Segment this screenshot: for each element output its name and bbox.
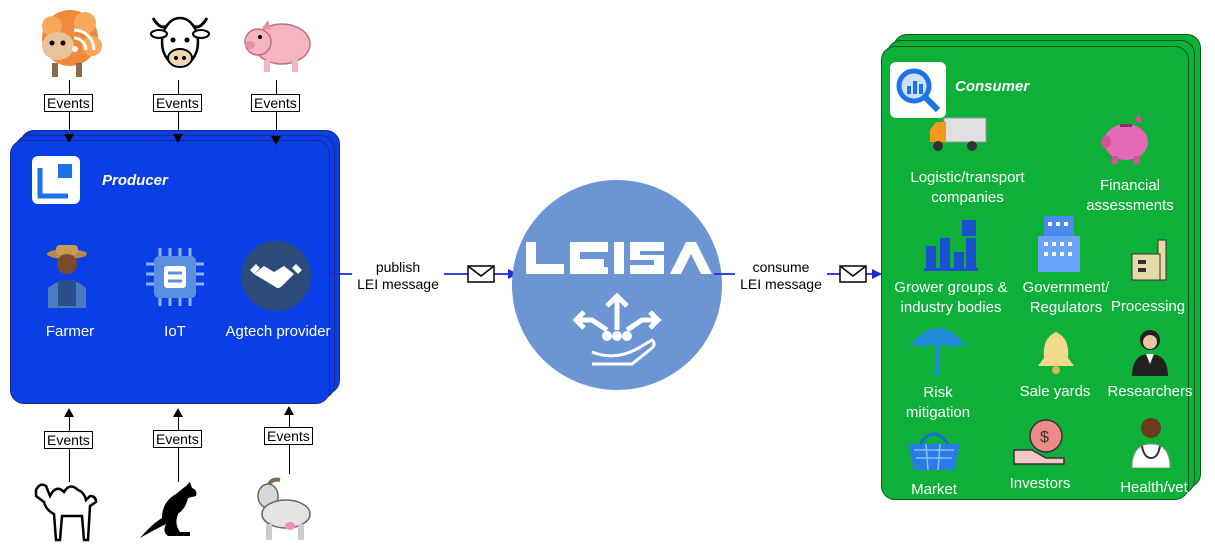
producer-item-agtech: Agtech provider bbox=[225, 323, 331, 340]
kangaroo-icon bbox=[138, 480, 203, 540]
camel-icon bbox=[32, 478, 107, 542]
consumer-item-government-line1: Government/ bbox=[1022, 279, 1110, 296]
truck-icon bbox=[928, 114, 988, 154]
event-label-bottom-3: Events bbox=[264, 427, 313, 445]
consumer-item-risk-line2: mitigation bbox=[905, 404, 971, 421]
sheep-icon bbox=[30, 8, 110, 80]
consumer-item-logistics-line2: companies bbox=[931, 189, 1004, 206]
consumer-item-financial-line2: assessments bbox=[1086, 197, 1174, 214]
producer-logo-icon bbox=[32, 156, 80, 204]
producer-item-farmer: Farmer bbox=[45, 323, 95, 340]
consumer-item-health: Health/vet bbox=[1120, 479, 1188, 496]
consumer-item-logistics: Logistic/transport companies bbox=[895, 168, 1040, 208]
handshake-icon bbox=[240, 240, 312, 312]
bar-chart-icon bbox=[922, 218, 978, 272]
researcher-icon bbox=[1128, 326, 1172, 376]
consumer-item-risk: Risk mitigation bbox=[888, 383, 988, 423]
consumer-item-processing: Processing bbox=[1110, 298, 1186, 315]
event-label-bottom-2: Events bbox=[153, 430, 202, 448]
svg-text:$: $ bbox=[1040, 429, 1049, 446]
farmer-icon bbox=[42, 242, 92, 308]
event-label-top-2: Events bbox=[153, 94, 202, 112]
consume-label-line1: consume bbox=[752, 259, 810, 275]
producer-item-iot: IoT bbox=[164, 323, 186, 340]
factory-icon bbox=[1128, 238, 1172, 282]
goat-icon bbox=[240, 476, 315, 542]
piggy-bank-icon bbox=[1098, 112, 1154, 168]
consumer-item-government: Government/ Regulators bbox=[1016, 278, 1116, 318]
iot-chip-icon bbox=[140, 246, 210, 308]
consumer-item-grower-groups-line1: Grower groups & bbox=[894, 279, 1008, 296]
consumer-item-sale-yards: Sale yards bbox=[1019, 383, 1091, 400]
consume-label-line2: LEI message bbox=[740, 276, 822, 292]
doctor-icon bbox=[1128, 414, 1174, 468]
event-label-top-1: Events bbox=[44, 94, 93, 112]
consumer-item-financial-line1: Financial bbox=[1099, 177, 1161, 194]
consumer-item-logistics-line1: Logistic/transport bbox=[910, 169, 1025, 186]
pig-icon bbox=[240, 12, 315, 77]
consumer-item-researchers: Researchers bbox=[1107, 383, 1193, 400]
umbrella-icon bbox=[906, 318, 970, 376]
money-bag-hand-icon: $ bbox=[1012, 414, 1068, 466]
consumer-item-government-line2: Regulators bbox=[1029, 299, 1103, 316]
publish-label-line1: publish bbox=[375, 259, 421, 275]
building-icon bbox=[1036, 214, 1082, 272]
publish-label: publish LEI message bbox=[352, 259, 444, 293]
event-label-top-3: Events bbox=[251, 94, 300, 112]
bell-icon bbox=[1036, 330, 1076, 376]
consume-label: consume LEI message bbox=[735, 259, 827, 293]
producer-title: Producer bbox=[102, 172, 168, 189]
publish-label-line2: LEI message bbox=[357, 276, 439, 292]
consumer-item-market: Market bbox=[911, 481, 957, 498]
consumer-item-investors: Investors bbox=[1009, 475, 1071, 492]
consumer-item-grower-groups-line2: industry bodies bbox=[900, 299, 1002, 316]
consumer-item-risk-line1: Risk bbox=[923, 384, 953, 401]
event-label-bottom-1: Events bbox=[44, 431, 93, 449]
consumer-title: Consumer bbox=[955, 78, 1030, 95]
consumer-item-grower-groups: Grower groups & industry bodies bbox=[886, 278, 1016, 318]
consumer-logo-icon bbox=[890, 62, 946, 118]
cow-icon bbox=[145, 8, 215, 78]
consumer-item-financial: Financial assessments bbox=[1060, 176, 1200, 216]
basket-icon bbox=[906, 426, 962, 472]
leisa-hub bbox=[512, 180, 722, 390]
